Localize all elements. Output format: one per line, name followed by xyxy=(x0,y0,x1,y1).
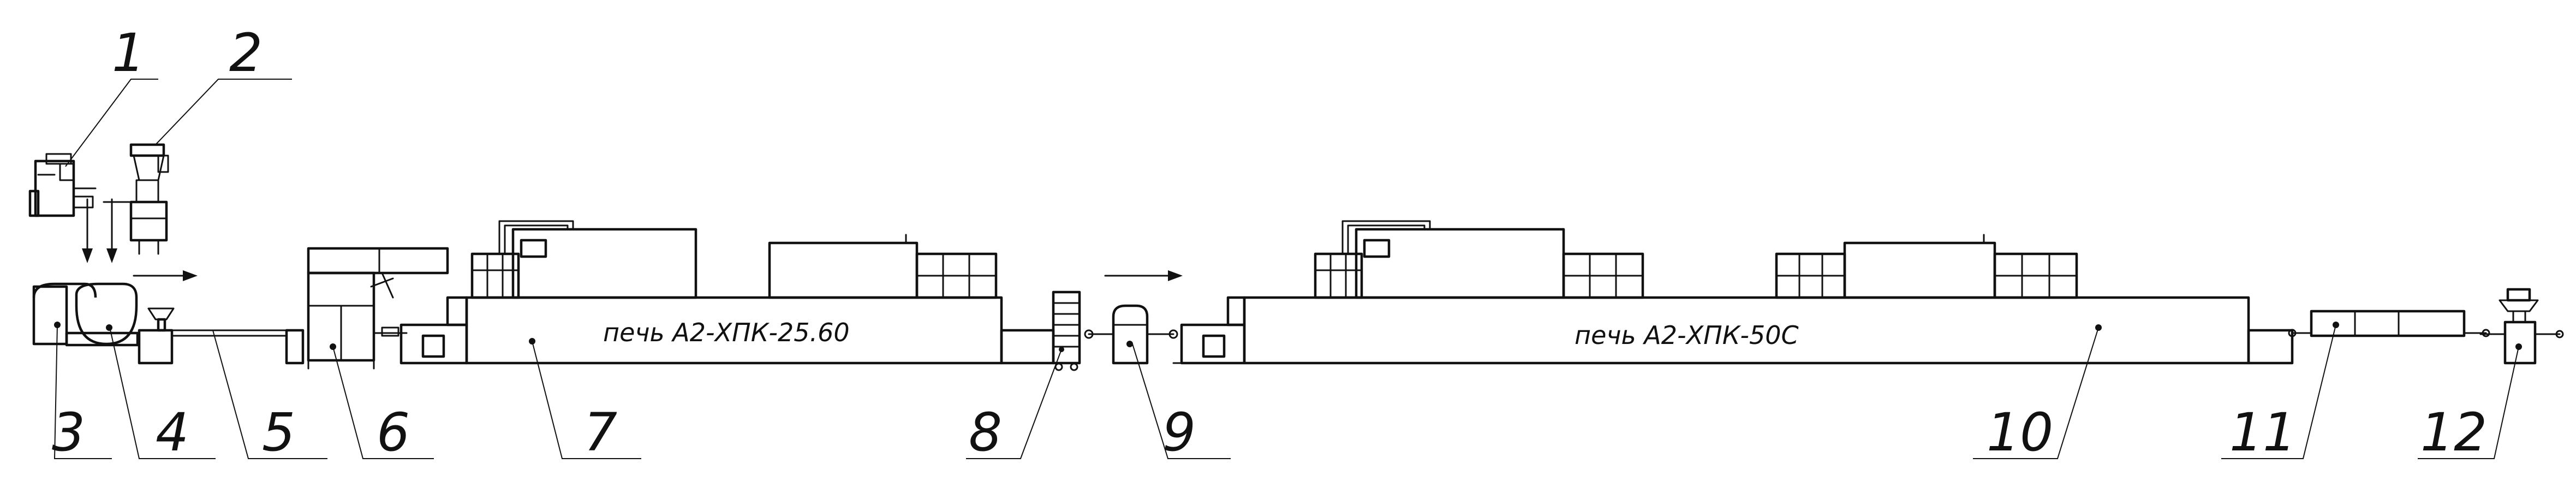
equipment-9-transfer xyxy=(1084,304,1178,365)
oven-2-label: печь А2-ХПК-50С xyxy=(1575,320,1799,350)
callout-11: 11 xyxy=(2229,402,2296,463)
equipment-11-conveyor xyxy=(2288,310,2490,337)
callout-5: 5 xyxy=(262,402,295,463)
equipment-2-feeder xyxy=(103,143,169,255)
callout-9: 9 xyxy=(1162,402,1196,463)
callout-leaders xyxy=(53,79,2519,459)
equipment-12-packer xyxy=(2479,288,2564,365)
equipment-8-rack xyxy=(1052,290,1081,371)
callout-8: 8 xyxy=(969,402,1002,463)
equipment-10-oven: печь А2-ХПК-50С xyxy=(1172,220,2294,365)
callout-10: 10 xyxy=(1987,402,2053,463)
callout-2: 2 xyxy=(229,22,263,84)
equipment-1-doser xyxy=(28,153,97,217)
callout-1: 1 xyxy=(112,22,145,84)
equipment-4-kneader xyxy=(65,282,139,347)
callout-numbers: 1 2 3 4 5 6 7 8 9 10 11 12 xyxy=(52,22,2487,463)
callout-6: 6 xyxy=(377,402,410,463)
equipment-3-mixer xyxy=(32,282,97,346)
callout-4: 4 xyxy=(156,402,189,463)
oven-1-label: печь А2-ХПК-25.60 xyxy=(603,318,850,347)
callout-3: 3 xyxy=(52,402,85,463)
equipment-7-oven: печь А2-ХПК-25.60 xyxy=(399,220,1055,365)
callout-7: 7 xyxy=(584,402,617,463)
equipment-5-divider-conveyor xyxy=(138,307,305,365)
callout-12: 12 xyxy=(2420,402,2487,463)
equipment-6-proofer xyxy=(307,247,449,370)
flow-arrows xyxy=(82,198,1183,281)
